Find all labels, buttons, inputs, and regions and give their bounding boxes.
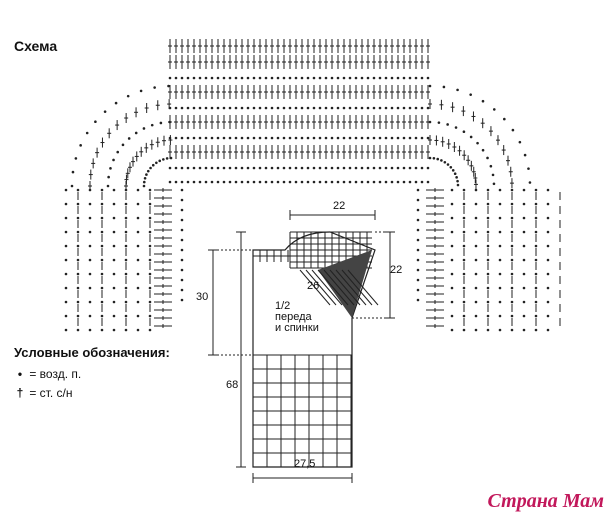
- legend-item-chain-text: = возд. п.: [29, 367, 82, 381]
- dimension-diagonal: 26: [307, 280, 320, 292]
- schematic-label-and-back: и спинки: [275, 322, 319, 334]
- dimension-left-lower-height: 68: [226, 379, 239, 391]
- double-crochet-icon: †: [16, 386, 24, 400]
- legend-item-dc: † = ст. с/н: [14, 386, 73, 400]
- dimension-bottom-width: 27,5: [294, 458, 316, 470]
- legend-heading: Условные обозначения:: [14, 345, 170, 360]
- chain-stitch-icon: •: [17, 367, 23, 381]
- dimension-top-width: 22: [333, 200, 346, 212]
- crochet-border-chart: [64, 39, 561, 332]
- dimension-right-height: 22: [390, 264, 403, 276]
- schematic-label-fraction: 1/2: [275, 300, 291, 312]
- legend-item-chain: • = возд. п.: [14, 367, 81, 381]
- site-watermark: Страна Мам: [487, 490, 604, 512]
- legend-item-dc-text: = ст. с/н: [29, 386, 73, 400]
- diagram-title: Схема: [14, 38, 58, 54]
- garment-schematic: [208, 210, 395, 483]
- dimension-left-upper-height: 30: [196, 291, 209, 303]
- schematic-label-front: переда: [275, 311, 312, 323]
